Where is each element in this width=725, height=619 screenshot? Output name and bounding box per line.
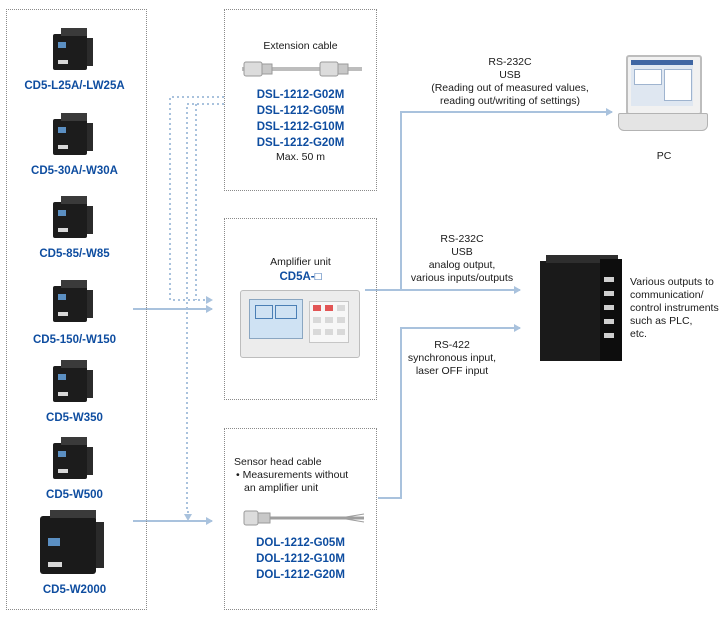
extension-cable-code: DSL-1212-G02M [256, 89, 345, 101]
plc-controller-image [540, 255, 624, 363]
extension-cable-dotted-path [169, 96, 224, 304]
sensor-head-cable-code: DOL-1212-G20M [256, 569, 345, 581]
sensor-head-large-image [40, 510, 106, 576]
outputs-note-line: communication/ [630, 289, 704, 301]
extension-cable-box [224, 9, 377, 191]
sensor-model-label: CD5-W500 [46, 489, 103, 501]
pc-link-label: USB [499, 69, 521, 81]
sensor-head-image [53, 360, 95, 404]
amplifier-unit-code: CD5A-□ [279, 271, 322, 283]
extension-cable-image [242, 61, 362, 77]
extension-cable-code: DSL-1212-G20M [256, 137, 345, 149]
sensor-head-image [53, 437, 95, 481]
sensor-head-image [53, 196, 95, 240]
sensor-list-box [6, 9, 147, 610]
sensor-model-label: CD5-W2000 [42, 584, 107, 596]
head-cable-to-plc-line [378, 324, 521, 499]
sensor-head-image [53, 280, 95, 324]
extension-cable-dotted-path-2 [184, 103, 224, 521]
outputs-note-line: Various outputs to [630, 276, 714, 288]
amplifier-unit-image [240, 290, 360, 358]
plc-link-label: USB [451, 246, 473, 258]
extension-cable-code: DSL-1212-G10M [256, 121, 345, 133]
sensor-head-cable-bullet: • Measurements without [236, 469, 349, 481]
outputs-note-line: control instruments [630, 302, 719, 314]
extension-cable-title: Extension cable [263, 40, 338, 52]
sensor-head-cable-code: DOL-1212-G10M [256, 553, 345, 565]
pc-laptop-image [618, 55, 708, 141]
sensor-head-cable-title: Sensor head cable [234, 456, 322, 468]
plc-link-label: analog output, [428, 259, 496, 271]
plc-link-label: various inputs/outputs [410, 272, 514, 284]
rs422-link-label: synchronous input, [407, 352, 497, 364]
sensor-head-cable-bullet-cont: an amplifier unit [244, 482, 319, 494]
extension-cable-note: Max. 50 m [275, 151, 325, 163]
sensor-head-cable-box [224, 428, 377, 610]
amplifier-unit-title: Amplifier unit [270, 256, 331, 268]
sensor-model-label: CD5-L25A/-LW25A [24, 80, 125, 92]
rs422-link-label: laser OFF input [415, 365, 489, 377]
sensor-model-label: CD5-85/-W85 [39, 248, 110, 260]
rs422-link-label: RS-422 [434, 339, 470, 351]
plc-link-label: RS-232C [440, 233, 484, 245]
sensor-model-label: CD5-150/-W150 [32, 334, 117, 346]
pc-link-label: RS-232C [488, 56, 532, 68]
extension-cable-code: DSL-1212-G05M [256, 105, 345, 117]
outputs-note-line: such as PLC, [630, 315, 693, 327]
sensor-model-label: CD5-30A/-W30A [31, 165, 118, 177]
sensor-model-label: CD5-W350 [46, 412, 103, 424]
sensor-head-image [53, 113, 95, 157]
sensor-head-image [53, 28, 95, 72]
pc-link-label: reading out/writing of settings) [439, 95, 581, 107]
pc-label: PC [656, 150, 672, 162]
pc-link-label: (Reading out of measured values, [431, 82, 589, 94]
outputs-note-line: etc. [630, 328, 647, 340]
sensor-head-cable-image [243, 510, 365, 526]
amplifier-unit-box [224, 218, 377, 400]
sensor-head-cable-code: DOL-1212-G05M [256, 537, 345, 549]
